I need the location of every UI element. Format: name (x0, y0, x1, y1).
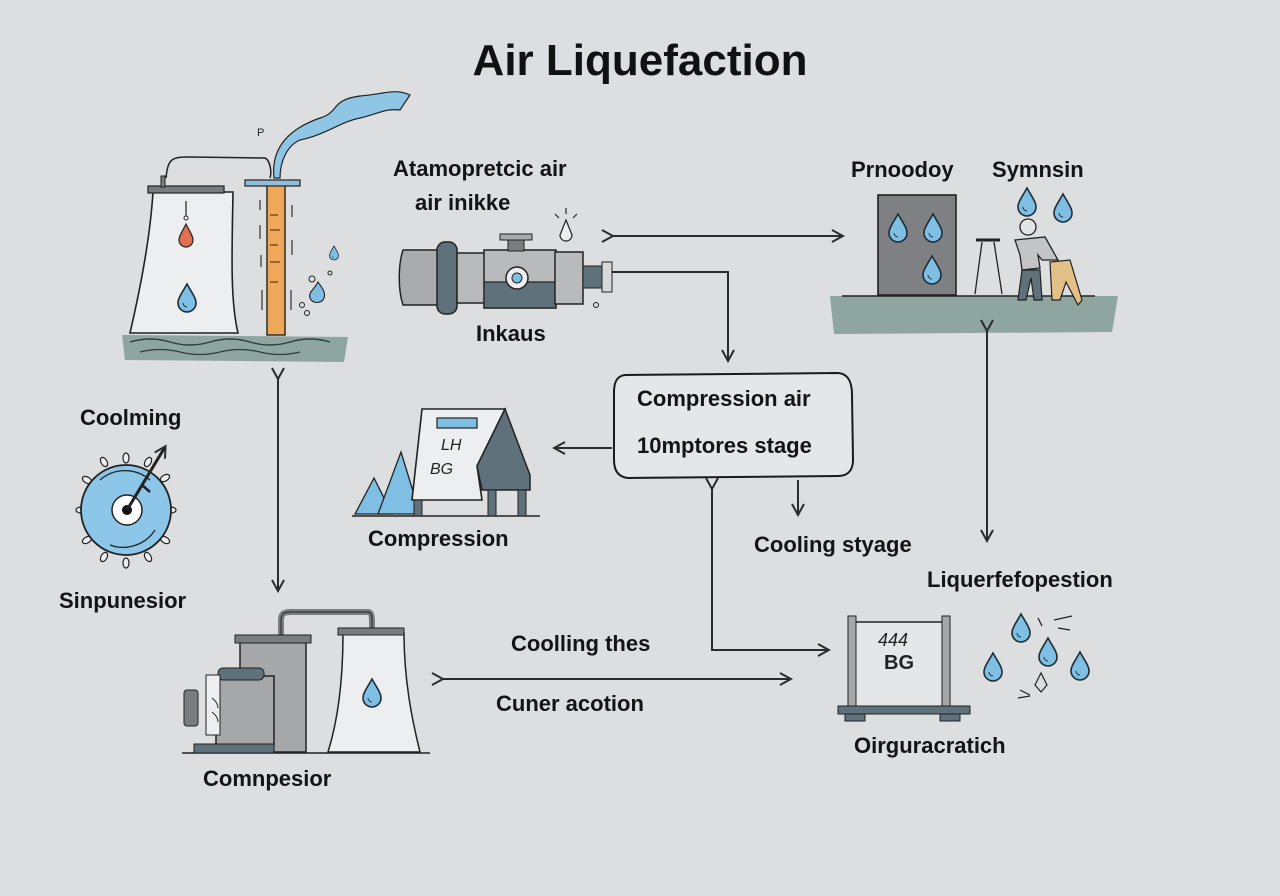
arrow-label-upper: Coolling thes (511, 631, 651, 656)
panel-text-bg: BG (430, 461, 453, 478)
compression-box-line-1: Compression air (637, 386, 811, 411)
storage-frame-illustration: 444 BG (837, 615, 971, 722)
cooling-dial-label-bottom: Sinpunesior (59, 588, 187, 613)
drop-alert-icon (559, 218, 573, 242)
cooling-tower-illustration: P (122, 91, 411, 362)
tower-mark-text: P (257, 127, 264, 139)
product-label-right: Symnsin (992, 157, 1084, 182)
compression-stage-box (613, 371, 855, 480)
arrow-box-storage (712, 488, 828, 650)
intake-label-top-1: Atamopretcic air (393, 156, 567, 181)
hot-drop-icon (178, 222, 194, 248)
arrow-intake-compression (612, 271, 728, 360)
dial-needle-arrow (125, 447, 165, 511)
panel-text-lh: LH (441, 437, 462, 454)
compressor-illustration (182, 609, 430, 754)
steam-plume (273, 91, 411, 179)
cooling-dial-illustration (75, 447, 177, 569)
product-illustration (830, 187, 1118, 334)
intake-label-bottom: Inkaus (476, 321, 546, 346)
diagram-title: Air Liquefaction (472, 36, 808, 85)
compression-housing (411, 408, 507, 501)
liquefaction-drops-illustration (983, 613, 1090, 699)
product-label-left: Prnoodoy (851, 157, 954, 182)
storage-panel-code: BG (884, 652, 914, 674)
ground-platform (830, 296, 1118, 334)
compressor-label: Comnpesior (203, 766, 332, 791)
intake-label-top-2: air inikke (415, 190, 511, 215)
compression-box-line-2: 10mptores stage (637, 433, 812, 458)
flow-arrows (278, 236, 987, 679)
cooling-dial-label-top: Coolming (80, 405, 182, 430)
air-intake-illustration (398, 208, 613, 315)
arrow-label-lower: Cuner acotion (496, 691, 644, 716)
cooling-stage-label: Cooling styage (754, 532, 912, 557)
storage-label: Oirguracratich (854, 733, 1006, 758)
compression-unit-label: Compression (368, 526, 509, 551)
product-tank (877, 194, 957, 296)
storage-panel-number: 444 (878, 630, 908, 650)
liquefaction-label: Liquerfefopestion (927, 567, 1113, 592)
cooling-tower-body (128, 191, 240, 334)
compression-unit-illustration: LH BG (352, 407, 540, 517)
person-figure (1019, 218, 1037, 236)
orange-column (266, 184, 286, 336)
